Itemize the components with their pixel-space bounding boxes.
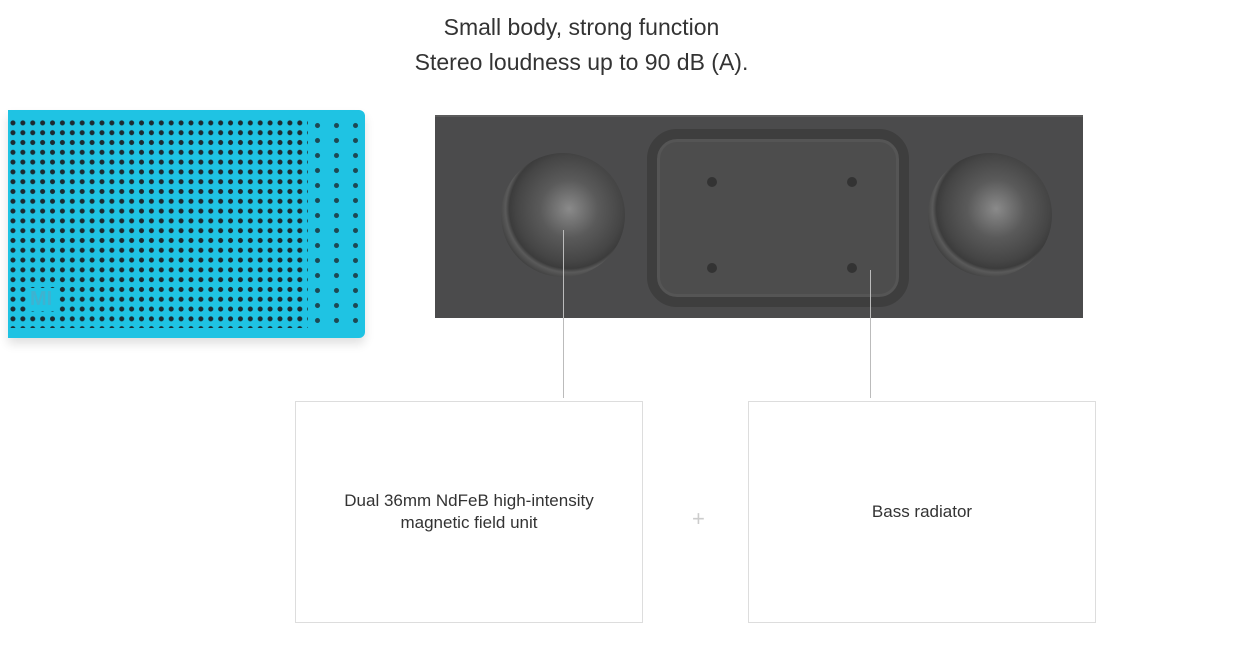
- speaker-grille: [8, 118, 308, 328]
- callout-line-radiator: [870, 270, 871, 398]
- feature-box-driver: Dual 36mm NdFeB high-intensity magnetic …: [295, 401, 643, 623]
- subheadline: Stereo loudness up to 90 dB (A).: [414, 49, 749, 75]
- speaker-grille-edge: [308, 118, 358, 328]
- speaker-internals-image: [435, 115, 1083, 318]
- callout-line-driver: [563, 230, 564, 398]
- screw-hole: [707, 263, 717, 273]
- feature-box-radiator: Bass radiator: [748, 401, 1096, 623]
- plus-separator: +: [692, 506, 705, 531]
- mi-logo: MI: [26, 288, 57, 311]
- screw-hole: [847, 263, 857, 273]
- headline: Small body, strong function: [443, 14, 720, 40]
- feature-label: Bass radiator: [871, 502, 973, 521]
- right-driver: [928, 153, 1052, 277]
- screw-hole: [847, 177, 857, 187]
- blue-speaker-image: MI: [8, 110, 365, 338]
- screw-hole: [707, 177, 717, 187]
- feature-label: Dual 36mm NdFeB high-intensity magnetic …: [344, 491, 594, 532]
- bass-radiator: [647, 129, 909, 307]
